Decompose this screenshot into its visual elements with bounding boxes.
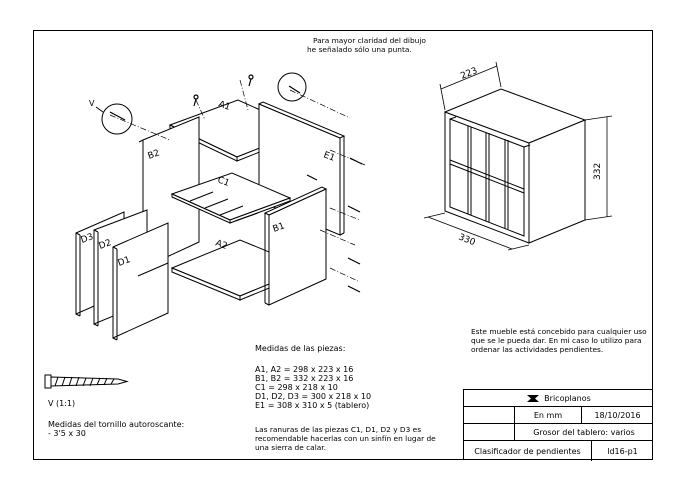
detail-circle-left (101, 103, 133, 135)
description-line-2: que se le pueda dar. En mi caso lo utili… (471, 336, 642, 345)
description-line-3: ordenar las actividades pendientes. (471, 345, 604, 354)
part-labels: A1 B2 E1 C1 A2 B1 D3 D2 D1 V (80, 99, 337, 269)
drawing-title: Clasificador de pendientes (464, 441, 592, 461)
exploded-view (75, 72, 366, 341)
title-block-units-row: En mm 18/10/2016 (464, 407, 653, 424)
label-d1: D1 (117, 255, 132, 269)
piece-line-3: C1 = 298 x 218 x 10 (255, 383, 338, 392)
dim-depth: 223 (459, 66, 479, 82)
piece-line-4: D1, D2, D3 = 300 x 218 x 10 (255, 392, 372, 401)
dimension-lines (423, 61, 613, 251)
brand-name: Bricoplanos (544, 393, 591, 403)
top-note-line-1: Para mayor claridad del dibujo (313, 36, 426, 45)
pieces-note-line-1: Las ranuras de las piezas C1, D1, D2 y D… (255, 425, 422, 434)
panel-d1 (112, 222, 169, 341)
detail-circle-right (277, 72, 307, 102)
label-v: V (89, 99, 95, 108)
pieces-note-line-3: una sierra de calar. (255, 443, 326, 452)
screw-scale: V (1:1) (48, 399, 76, 408)
label-d3: D3 (80, 232, 95, 246)
screw-caption-line-2: - 3'5 x 30 (48, 429, 86, 438)
piece-line-5: E1 = 308 x 310 x 5 (tablero) (255, 401, 370, 410)
assembly-lines (109, 79, 366, 283)
screw-caption-line-1: Medidas del tornillo autoroscante: (48, 420, 185, 429)
top-note-line-2: he señalado sólo una punta. (307, 45, 412, 54)
panel-b1 (263, 186, 328, 306)
assembled-view (443, 88, 587, 244)
screw-markers (109, 74, 363, 293)
piece-line-2: B1, B2 = 332 x 223 x 16 (255, 374, 354, 383)
dim-height: 332 (593, 163, 603, 180)
title-block-brand-row: Bricoplanos (464, 390, 653, 407)
units-cell: En mm (514, 407, 582, 423)
label-b1: B1 (272, 221, 287, 234)
label-c1: C1 (216, 175, 231, 189)
description-line-1: Este mueble está concebido para cualquie… (471, 327, 647, 336)
label-a2: A2 (214, 238, 229, 251)
brand-cell: Bricoplanos (464, 390, 653, 406)
label-e1: E1 (322, 150, 336, 163)
label-d2: D2 (98, 238, 113, 252)
panel-c1 (170, 172, 292, 224)
label-b2: B2 (147, 148, 162, 161)
screw-icon (44, 374, 129, 389)
board-cell: Grosor del tablero: varios (514, 424, 653, 440)
drawing-frame (33, 30, 653, 460)
pieces-note-line-2: recomendable hacerlas con un sinfín en l… (255, 434, 436, 443)
title-block-title-row: Clasificador de pendientes ld16-p1 (464, 441, 653, 461)
detail-leader-v (95, 106, 104, 113)
title-block: Bricoplanos En mm 18/10/2016 Grosor del … (463, 389, 653, 461)
pieces-heading: Medidas de las piezas: (255, 344, 346, 353)
piece-line-1: A1, A2 = 298 x 223 x 16 (255, 365, 354, 374)
date-cell: 18/10/2016 (594, 410, 641, 420)
drawing-code: ld16-p1 (607, 446, 638, 456)
bricoplanos-logo-icon (527, 394, 540, 402)
label-a1: A1 (217, 99, 232, 112)
title-block-board-row: Grosor del tablero: varios (464, 424, 653, 441)
